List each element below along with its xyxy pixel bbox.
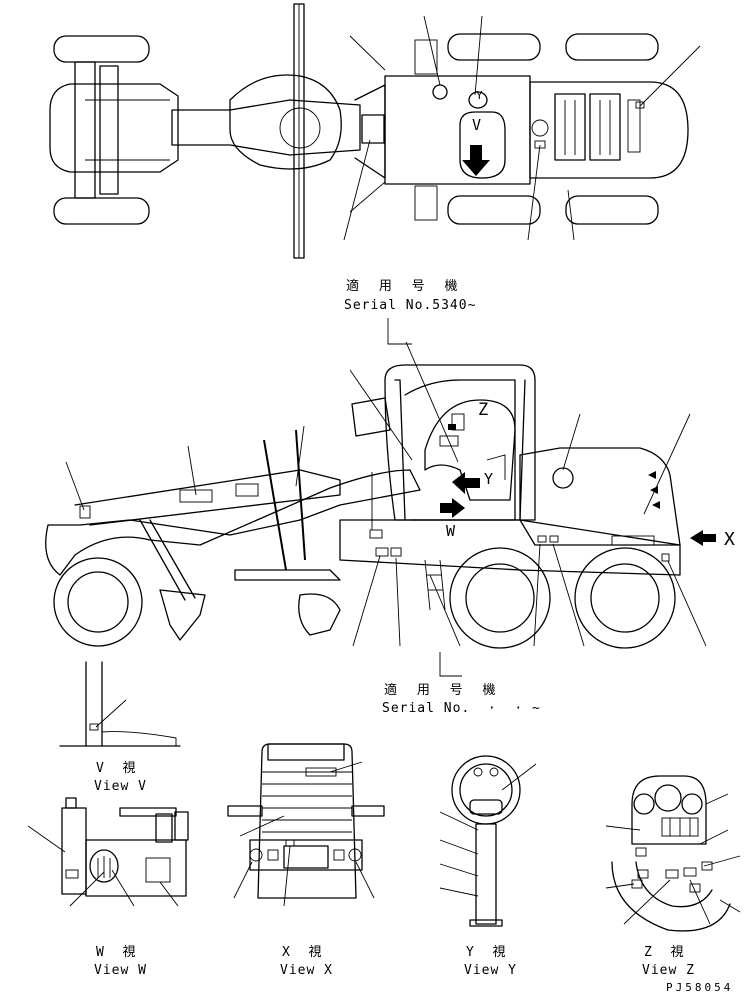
view-y-caption: View Y (464, 963, 517, 978)
view-y-detail (439, 755, 537, 927)
view-z-caption: View Z (642, 963, 695, 978)
view-letter-x: X (724, 529, 736, 550)
view-v-jp: V 視 (96, 761, 137, 776)
view-w-detail (27, 797, 189, 907)
view-z-detail (605, 775, 741, 932)
view-w-caption: View W (94, 963, 147, 978)
drawing-number: PJ58054 (666, 981, 734, 994)
view-w-jp: W 視 (96, 945, 137, 960)
serial-mid: Serial No. · · ~ (382, 701, 541, 716)
view-y-jp: Y 視 (466, 945, 507, 960)
top-letter-y: Y (476, 89, 484, 102)
view-z-jp: Z 視 (644, 945, 685, 960)
view-x-jp: X 視 (282, 945, 323, 960)
serial-top-jp: 適 用 号 機 (346, 279, 464, 294)
view-v-caption: View V (94, 779, 147, 794)
view-v-detail (59, 661, 181, 747)
top-view (49, 3, 701, 259)
top-letter-v: V (472, 116, 483, 134)
view-letter-y: Y (484, 470, 495, 488)
side-view (45, 341, 716, 649)
serial-mid-jp: 適 用 号 機 (384, 683, 502, 698)
view-letter-w: W (446, 522, 457, 540)
view-x-detail (227, 743, 385, 907)
view-letter-z: Z (478, 400, 490, 420)
serial-top: Serial No.5340~ (344, 298, 477, 313)
view-x-caption: View X (280, 963, 333, 978)
